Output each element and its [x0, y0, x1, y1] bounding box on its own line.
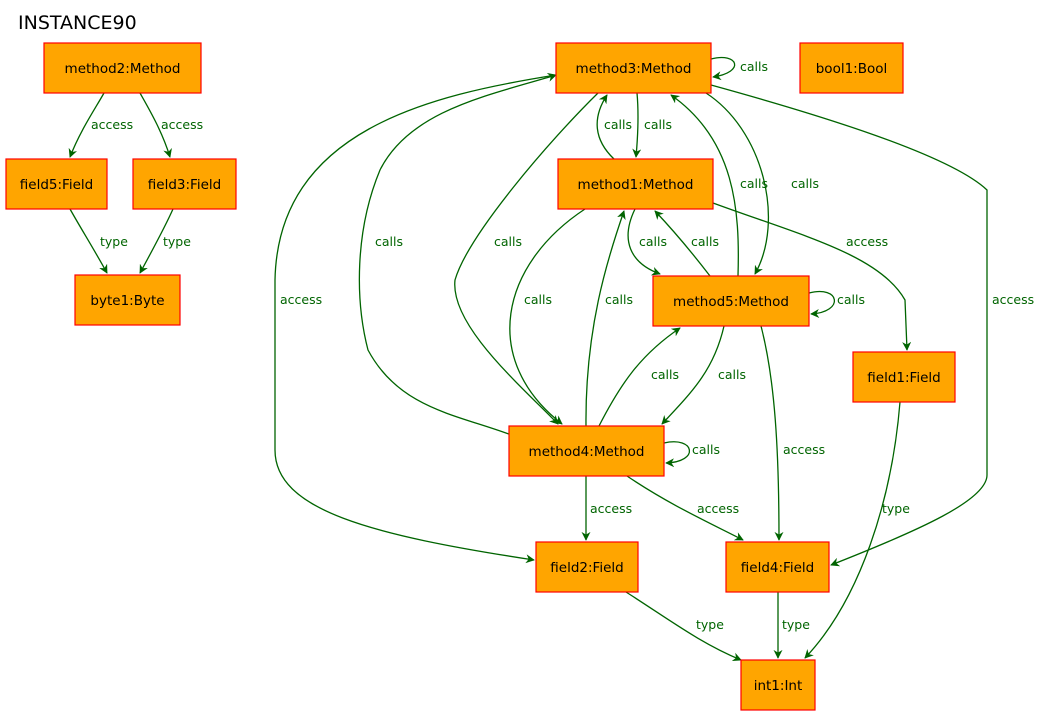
edge-label-method3-to-field4: access: [992, 292, 1034, 307]
edge-method5-to-method4: [661, 325, 725, 425]
node-box-bool1[interactable]: [799, 42, 904, 94]
node-field4[interactable]: field4:Field: [725, 541, 830, 593]
node-box-field5[interactable]: [5, 158, 108, 210]
edge-label-method3-to-method3: calls: [740, 59, 768, 74]
node-label-bool1: bool1:Bool: [816, 61, 888, 77]
edge-method1-to-method4: [509, 208, 586, 425]
edge-label-method3-to-method1: calls: [644, 117, 672, 132]
node-label-field5: field5:Field: [20, 177, 93, 193]
node-box-method5[interactable]: [652, 275, 810, 327]
edge-label-method2-to-field5: access: [91, 117, 133, 132]
node-label-field3: field3:Field: [148, 177, 221, 193]
edge-method3-to-method3: [710, 57, 736, 81]
edge-label-method1-to-method5: calls: [639, 234, 667, 249]
node-int1[interactable]: int1:Int: [740, 659, 816, 711]
node-field5[interactable]: field5:Field: [5, 158, 108, 210]
node-label-method1: method1:Method: [578, 177, 694, 193]
edge-method4-to-method1: [585, 210, 626, 427]
edge-label-method4-to-method5: calls: [651, 367, 679, 382]
node-label-field4: field4:Field: [741, 560, 814, 576]
node-label-field2: field2:Field: [550, 560, 623, 576]
edge-method3-to-method5: [705, 92, 769, 275]
node-label-method5: method5:Method: [673, 294, 789, 310]
edge-field2-to-int1: [625, 591, 742, 662]
node-field3[interactable]: field3:Field: [132, 158, 237, 210]
edge-label-field2-to-int1: type: [696, 617, 724, 632]
node-method4[interactable]: method4:Method: [508, 425, 665, 477]
node-box-field2[interactable]: [535, 541, 639, 593]
node-box-method2[interactable]: [43, 42, 202, 94]
edge-label-method2-to-field3: access: [161, 117, 203, 132]
node-box-method1[interactable]: [557, 158, 714, 210]
edge-label-field5-to-byte1: type: [100, 234, 128, 249]
edge-label-method4-to-field2: access: [590, 501, 632, 516]
edges-layer: [68, 57, 988, 662]
edge-method5-to-method3: [670, 94, 739, 277]
edge-field3-to-byte1: [139, 208, 174, 274]
edge-method3-to-method1: [632, 92, 642, 158]
node-label-method4: method4:Method: [529, 444, 645, 460]
node-label-int1: int1:Int: [754, 678, 803, 694]
edge-label-method3-to-field2: access: [280, 292, 322, 307]
edge-method4-to-method5: [598, 327, 681, 427]
edge-method1-to-method3: [596, 94, 615, 160]
node-box-method3[interactable]: [555, 42, 712, 94]
edge-method2-to-field5: [68, 92, 105, 158]
edge-label-field3-to-byte1: type: [163, 234, 191, 249]
nodes-layer: method2:Method field5:Field field3:Field by…: [5, 42, 956, 711]
node-box-field1[interactable]: [852, 351, 956, 403]
node-method3[interactable]: method3:Method: [555, 42, 712, 94]
edge-method3-to-method4: [454, 92, 599, 425]
diagram-title: INSTANCE90: [18, 12, 137, 34]
edge-method1-to-field1: [712, 202, 912, 351]
edge-field1-to-int1: [804, 401, 901, 659]
edge-label-method4-to-method3: calls: [375, 234, 403, 249]
node-box-field4[interactable]: [725, 541, 830, 593]
edge-method3-to-field4: [710, 84, 988, 567]
node-box-int1[interactable]: [740, 659, 816, 711]
edge-label-method5-to-method3: calls: [740, 176, 768, 191]
edge-method1-to-method5: [627, 208, 661, 276]
node-field1[interactable]: field1:Field: [852, 351, 956, 403]
edge-label-method5-to-field4: access: [783, 442, 825, 457]
edge-label-method4-to-field4: access: [697, 501, 739, 516]
edge-label-method1-to-field1: access: [846, 234, 888, 249]
edge-method2-to-field3: [139, 92, 172, 158]
edge-field5-to-byte1: [69, 208, 108, 274]
edge-method4-to-method4: [663, 441, 691, 468]
node-field2[interactable]: field2:Field: [535, 541, 639, 593]
edge-label-method5-to-method1: calls: [691, 234, 719, 249]
edge-label-method3-to-method4: calls: [494, 234, 522, 249]
node-method1[interactable]: method1:Method: [557, 158, 714, 210]
edge-label-method4-to-method1: calls: [605, 292, 633, 307]
node-byte1[interactable]: byte1:Byte: [74, 274, 181, 326]
edge-method5-to-field4: [760, 325, 784, 541]
edge-label-method1-to-method4: calls: [524, 292, 552, 307]
edge-method5-to-method5: [808, 290, 836, 319]
edge-label-method4-to-method4: calls: [692, 442, 720, 457]
node-label-method2: method2:Method: [65, 61, 181, 77]
edge-label-method3-to-method5: calls: [791, 176, 819, 191]
node-box-method4[interactable]: [508, 425, 665, 477]
edge-label-method5-to-method4: calls: [718, 367, 746, 382]
edge-label-field1-to-int1: type: [882, 501, 910, 516]
edge-method4-to-field4: [626, 475, 744, 541]
node-label-field1: field1:Field: [867, 370, 940, 386]
node-box-byte1[interactable]: [74, 274, 181, 326]
edge-method3-to-field2: [274, 74, 557, 564]
edge-method5-to-method1: [654, 210, 711, 277]
edge-method4-to-method3: [358, 73, 557, 437]
node-method5[interactable]: method5:Method: [652, 275, 810, 327]
node-label-byte1: byte1:Byte: [90, 293, 164, 309]
node-bool1[interactable]: bool1:Bool: [799, 42, 904, 94]
node-method2[interactable]: method2:Method: [43, 42, 202, 94]
edge-label-field4-to-int1: type: [782, 617, 810, 632]
edge-label-method5-to-method5: calls: [837, 292, 865, 307]
edge-labels-layer: access access type type calls calls calls calls…: [91, 59, 1034, 632]
edge-label-method1-to-method3: calls: [604, 117, 632, 132]
node-label-method3: method3:Method: [576, 61, 692, 77]
node-box-field3[interactable]: [132, 158, 237, 210]
